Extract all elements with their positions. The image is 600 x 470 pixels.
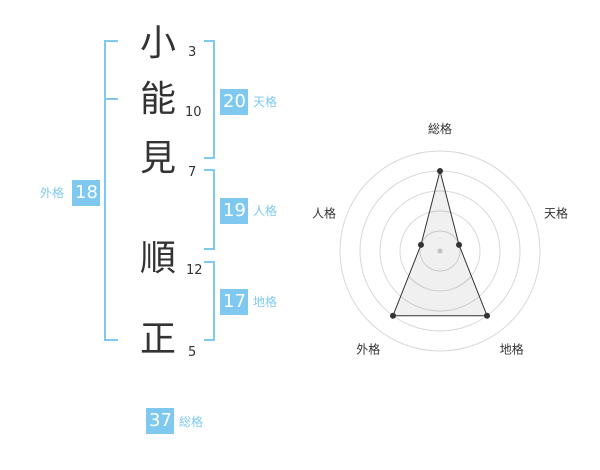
gaikaku-bracket: [104, 40, 118, 341]
radar-point-1: [437, 168, 443, 174]
stroke-count-4: 12: [186, 263, 203, 278]
name-char-4: 順: [139, 238, 176, 279]
stroke-count-3: 7: [188, 165, 197, 180]
radar-ring: [399, 210, 481, 292]
radar-rings: [339, 150, 541, 352]
gaikaku-value-badge: 18: [72, 180, 100, 206]
stroke-count-5: 5: [188, 345, 197, 360]
jinkaku-value-badge: 19: [220, 198, 248, 224]
jinkaku-label: 人格: [253, 204, 278, 218]
tenkaku-label: 天格: [253, 95, 278, 109]
jinkaku-bracket: [204, 169, 215, 250]
radar-axis-label-1: 総格: [428, 121, 452, 136]
tenkaku-value-badge: 20: [220, 89, 248, 115]
stroke-count-1: 3: [188, 45, 197, 60]
chikaku-value-badge: 17: [220, 289, 248, 315]
gaikaku-label: 外格: [40, 186, 65, 200]
radar-axis-label-3: 地格: [500, 342, 524, 357]
soukaku-label: 総格: [179, 415, 204, 429]
chikaku-label: 地格: [253, 295, 278, 309]
radar-center: [437, 248, 443, 254]
name-char-3: 見: [139, 138, 176, 179]
radar-ring: [379, 190, 501, 312]
radar-axis-label-5: 人格: [312, 205, 336, 220]
radar-polygon: [392, 170, 488, 317]
radar-point-2: [456, 241, 463, 248]
radar-shape: [389, 168, 491, 319]
name-char-1: 小: [139, 23, 176, 64]
radar-axis-label-2: 天格: [544, 205, 568, 220]
radar-point-5: [417, 241, 424, 248]
radar-ring: [339, 150, 541, 352]
radar-point-3: [484, 312, 491, 319]
radar-point-4: [389, 312, 396, 319]
soukaku-value-badge: 37: [146, 408, 174, 434]
tenkaku-bracket: [204, 40, 215, 159]
stroke-count-2: 10: [185, 105, 202, 120]
radar-ring: [419, 230, 461, 272]
chikaku-bracket: [204, 261, 215, 341]
radar-axis-label-4: 外格: [356, 342, 380, 357]
name-char-2: 能: [139, 79, 176, 120]
name-char-5: 正: [139, 319, 176, 360]
